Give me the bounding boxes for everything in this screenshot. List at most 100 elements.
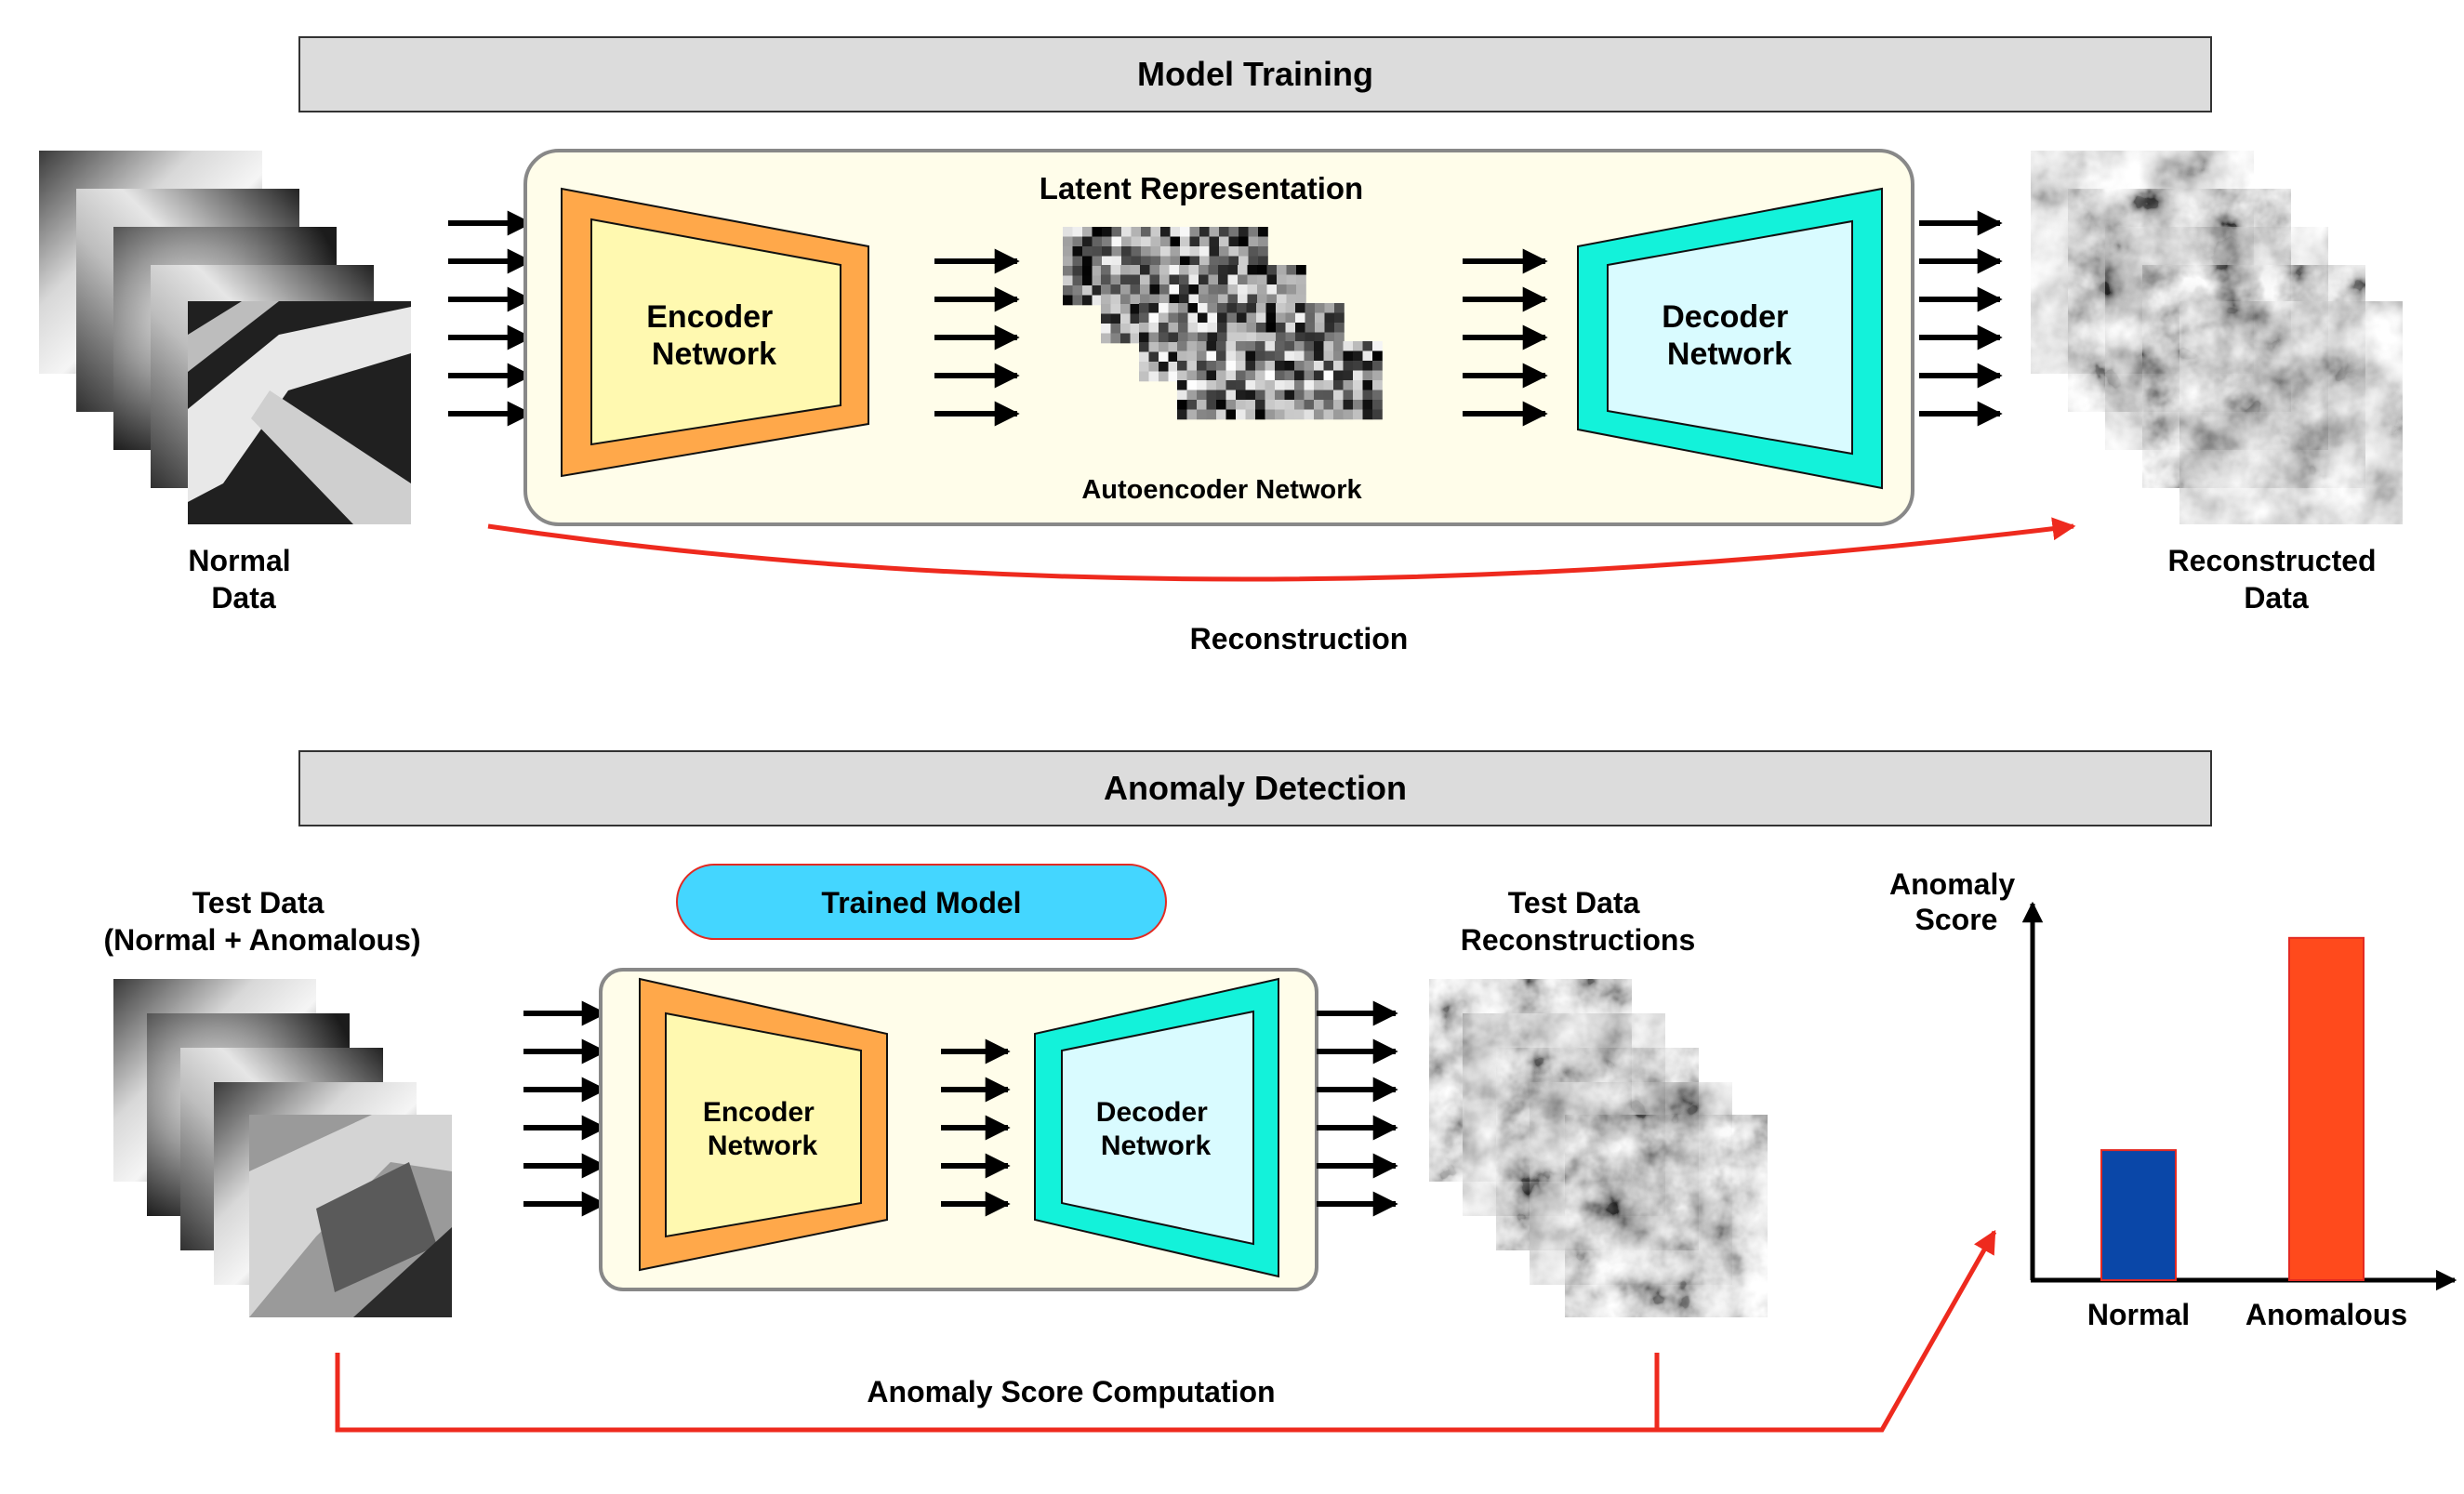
- latent-cell: [1258, 256, 1268, 267]
- latent-cell: [1294, 409, 1305, 420]
- latent-cell: [1218, 294, 1228, 305]
- latent-cell: [1159, 294, 1170, 305]
- latent-cell: [1130, 284, 1141, 295]
- latent-cell: [1236, 341, 1246, 351]
- latent-cell: [1159, 362, 1169, 372]
- latent-cell: [1276, 303, 1286, 313]
- latent-cell: [1372, 380, 1383, 390]
- latent-cell: [1199, 274, 1209, 285]
- latent-cell: [1315, 323, 1325, 333]
- latent-cell: [1120, 274, 1131, 285]
- latent-cell: [1276, 332, 1286, 343]
- latent-cell: [1101, 313, 1111, 324]
- latent-cell: [1139, 303, 1149, 313]
- latent-cell: [1265, 409, 1276, 420]
- latent-cell: [1265, 350, 1276, 362]
- latent-cell: [1323, 390, 1334, 401]
- latent-cell: [1188, 265, 1199, 275]
- latent-cell: [1225, 361, 1237, 371]
- latent-cell: [1148, 342, 1159, 352]
- latent-cell: [1179, 284, 1189, 295]
- latent-cell: [1286, 265, 1297, 275]
- latent-cell: [1063, 266, 1073, 276]
- latent-cell: [1217, 332, 1227, 343]
- latent-cell: [1315, 332, 1325, 343]
- latent-cell: [1082, 266, 1093, 276]
- reconstructed-image-5: [2179, 301, 2403, 524]
- latent-cell: [1188, 274, 1199, 285]
- latent-cell: [1362, 341, 1373, 351]
- latent-cell: [1225, 380, 1237, 390]
- latent-cell: [1159, 332, 1169, 343]
- latent-cell: [1218, 284, 1228, 295]
- latent-cell: [1141, 236, 1151, 247]
- latent-cell: [1159, 342, 1169, 352]
- latent-cell: [1186, 400, 1198, 410]
- test-reconstructions-image-stack: [1429, 979, 1768, 1317]
- latent-cell: [1141, 227, 1151, 237]
- latent-cell: [1236, 409, 1246, 420]
- latent-cell: [1284, 361, 1295, 371]
- latent-representation-label: Latent Representation: [1040, 171, 1363, 205]
- training-encoder-label: Encoder Network: [646, 299, 782, 372]
- latent-cell: [1245, 380, 1256, 390]
- latent-cell: [1362, 350, 1373, 362]
- latent-cell: [1228, 246, 1239, 257]
- latent-cell: [1236, 370, 1246, 381]
- latent-cell: [1082, 256, 1093, 267]
- latent-cell: [1225, 390, 1237, 401]
- latent-cell: [1199, 284, 1209, 295]
- latent-cell: [1236, 380, 1246, 390]
- latent-cell: [1277, 274, 1287, 285]
- latent-cell: [1323, 380, 1334, 390]
- latent-cell: [1295, 332, 1305, 343]
- latent-cell: [1362, 361, 1373, 371]
- latent-cell: [1314, 350, 1324, 362]
- latent-cell: [1110, 294, 1121, 305]
- latent-cell: [1206, 409, 1217, 420]
- latent-cell: [1140, 294, 1150, 305]
- latent-cell: [1130, 313, 1141, 324]
- latent-cell: [1305, 303, 1316, 313]
- latent-cell: [1256, 312, 1266, 324]
- latent-cell: [1323, 400, 1334, 410]
- detection-output-arrows: [1317, 1000, 1398, 1217]
- latent-cell: [1072, 285, 1083, 296]
- latent-cell: [1255, 380, 1265, 390]
- latent-cell: [1082, 236, 1093, 247]
- encoder-to-decoder-arrows: [941, 1038, 1011, 1217]
- latent-cell: [1353, 409, 1363, 420]
- bar-normal: [2100, 1149, 2177, 1282]
- latent-cell: [1101, 333, 1111, 344]
- latent-cell: [1092, 256, 1103, 267]
- latent-cell: [1139, 312, 1149, 324]
- latent-cell: [1315, 312, 1325, 324]
- latent-cell: [1277, 265, 1287, 275]
- latent-cell: [1159, 312, 1169, 324]
- latent-cell: [1239, 246, 1249, 257]
- latent-cell: [1323, 361, 1334, 371]
- latent-cell: [1139, 323, 1149, 333]
- latent-cell: [1353, 400, 1363, 410]
- latent-cell: [1286, 284, 1297, 295]
- latent-cell: [1101, 274, 1111, 285]
- latent-cell: [1343, 361, 1354, 371]
- latent-cell: [1256, 332, 1266, 343]
- latent-cell: [1225, 350, 1237, 362]
- test-image-5: [249, 1115, 452, 1317]
- latent-cell: [1238, 265, 1248, 275]
- latent-cell: [1148, 351, 1159, 363]
- latent-cell: [1148, 362, 1159, 372]
- latent-cell: [1063, 295, 1073, 306]
- autoencoder-network-label: Autoencoder Network: [1081, 475, 1362, 505]
- latent-cell: [1256, 323, 1266, 333]
- latent-cell: [1314, 370, 1324, 381]
- latent-cell: [1150, 256, 1161, 267]
- latent-cell: [1168, 312, 1179, 324]
- latent-cell: [1101, 265, 1111, 275]
- latent-cell: [1217, 303, 1227, 313]
- latent-cell: [1246, 303, 1257, 313]
- latent-cell: [1063, 246, 1073, 257]
- latent-cell: [1276, 323, 1286, 333]
